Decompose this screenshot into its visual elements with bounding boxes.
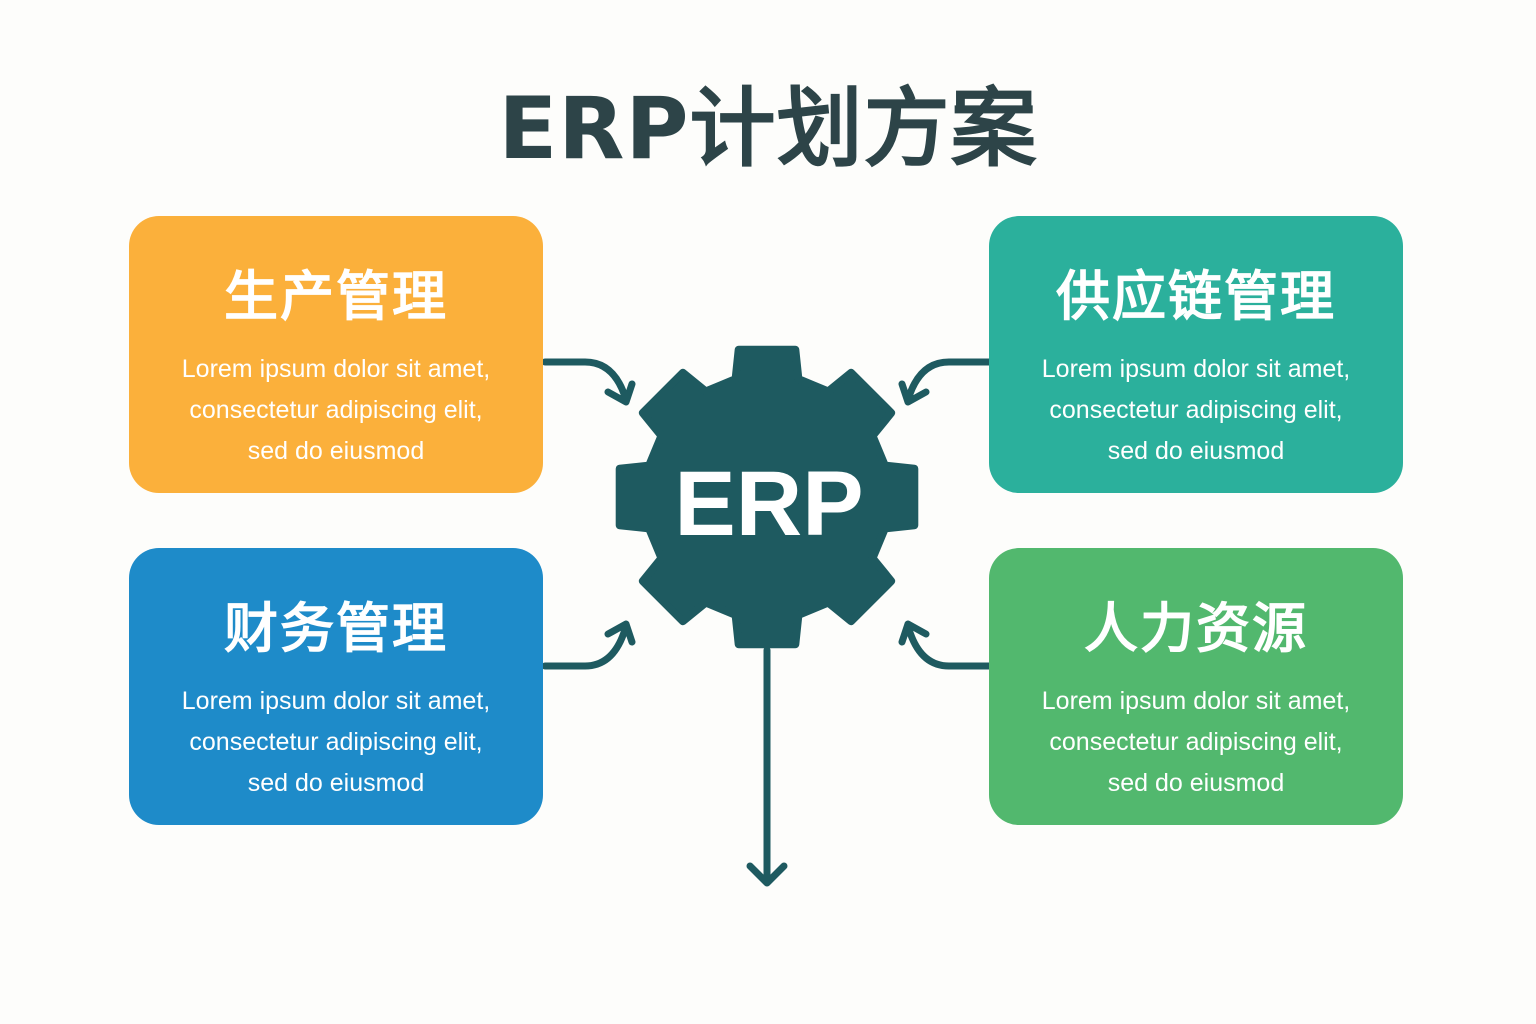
module-title: 供应链管理 xyxy=(1056,265,1336,328)
module-card-production: 生产管理 Lorem ipsum dolor sit amet,consecte… xyxy=(129,216,543,493)
gear-label: ERP xyxy=(674,453,863,555)
page-title: ERP计划方案 xyxy=(498,79,1038,179)
module-title: 财务管理 xyxy=(224,597,448,660)
module-title: 生产管理 xyxy=(224,265,448,328)
module-card-finance: 财务管理 Lorem ipsum dolor sit amet,consecte… xyxy=(129,548,543,825)
module-title: 人力资源 xyxy=(1084,597,1308,660)
gear-icon xyxy=(615,345,919,649)
arrow-hr xyxy=(898,620,993,670)
module-text: Lorem ipsum dolor sit amet,consectetur a… xyxy=(1041,355,1351,465)
module-card-supply-chain: 供应链管理 Lorem ipsum dolor sit amet,consect… xyxy=(989,216,1403,493)
module-text: Lorem ipsum dolor sit amet,consectetur a… xyxy=(181,687,491,797)
arrow-supply-chain xyxy=(898,358,993,406)
arrow-production xyxy=(541,358,636,406)
arrow-finance xyxy=(541,620,636,670)
arrow-down xyxy=(746,646,788,887)
module-text: Lorem ipsum dolor sit amet,consectetur a… xyxy=(1041,687,1351,797)
module-card-hr: 人力资源 Lorem ipsum dolor sit amet,consecte… xyxy=(989,548,1403,825)
module-text: Lorem ipsum dolor sit amet,consectetur a… xyxy=(181,355,491,465)
